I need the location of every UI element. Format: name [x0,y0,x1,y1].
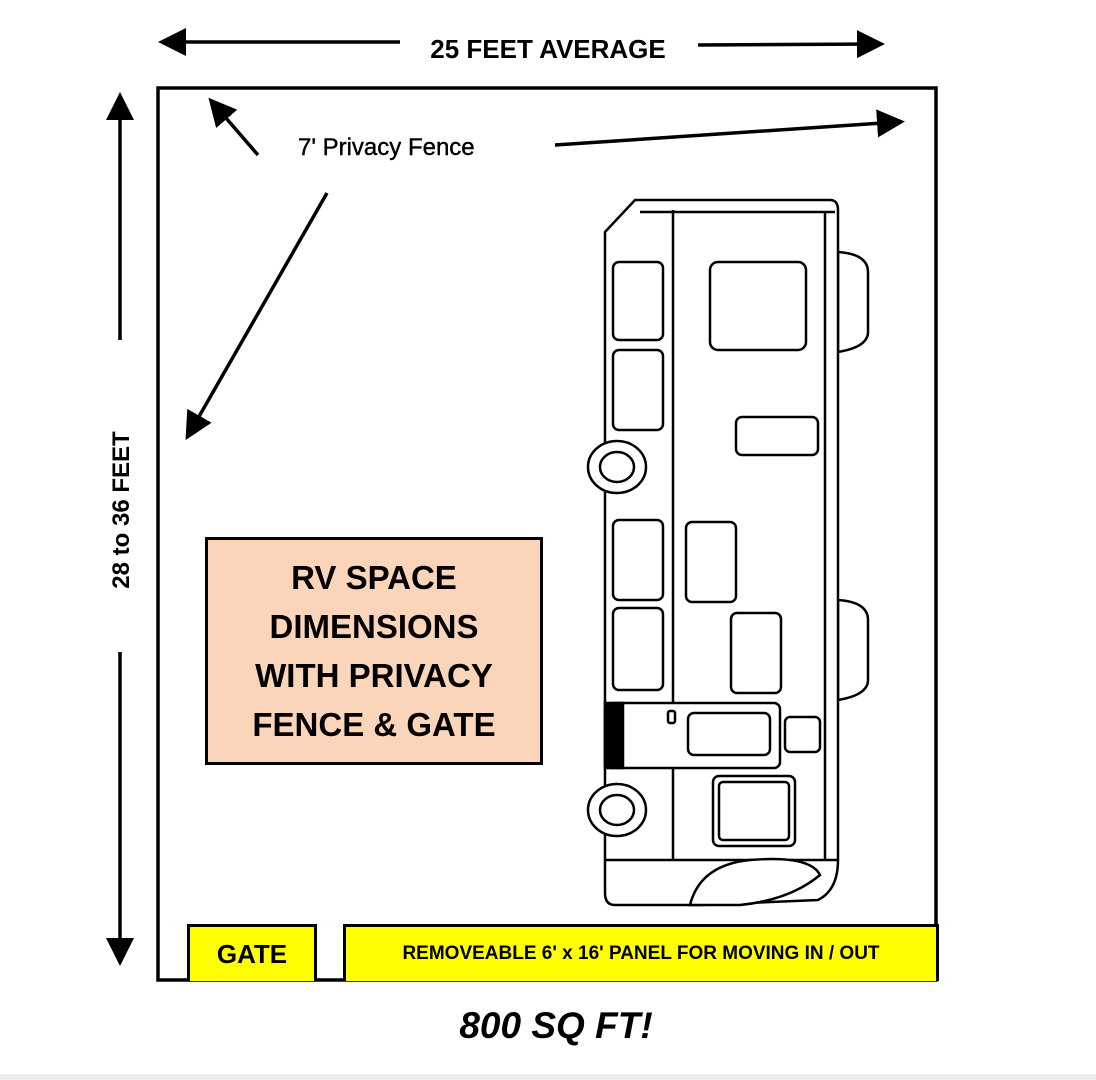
fence-label: 7' Privacy Fence [298,134,475,161]
removable-panel-label: REMOVEABLE 6' x 16' PANEL FOR MOVING IN … [343,924,939,981]
width-arrows [158,28,885,59]
rv-icon [586,198,870,907]
title-line: FENCE & GATE [252,706,496,743]
title-box: RV SPACE DIMENSIONS WITH PRIVACY FENCE &… [205,537,543,765]
area-label: 800 SQ FT! [459,1005,653,1046]
title-line: WITH PRIVACY [255,657,493,694]
width-label: 25 FEET AVERAGE [430,34,666,64]
bottom-strip [0,1074,1096,1080]
length-label: 28 to 36 FEET [108,431,135,589]
title-line: RV SPACE [291,559,457,596]
fence-arrows [185,97,905,441]
gate-label: GATE [187,924,317,981]
title-line: DIMENSIONS [269,608,479,645]
